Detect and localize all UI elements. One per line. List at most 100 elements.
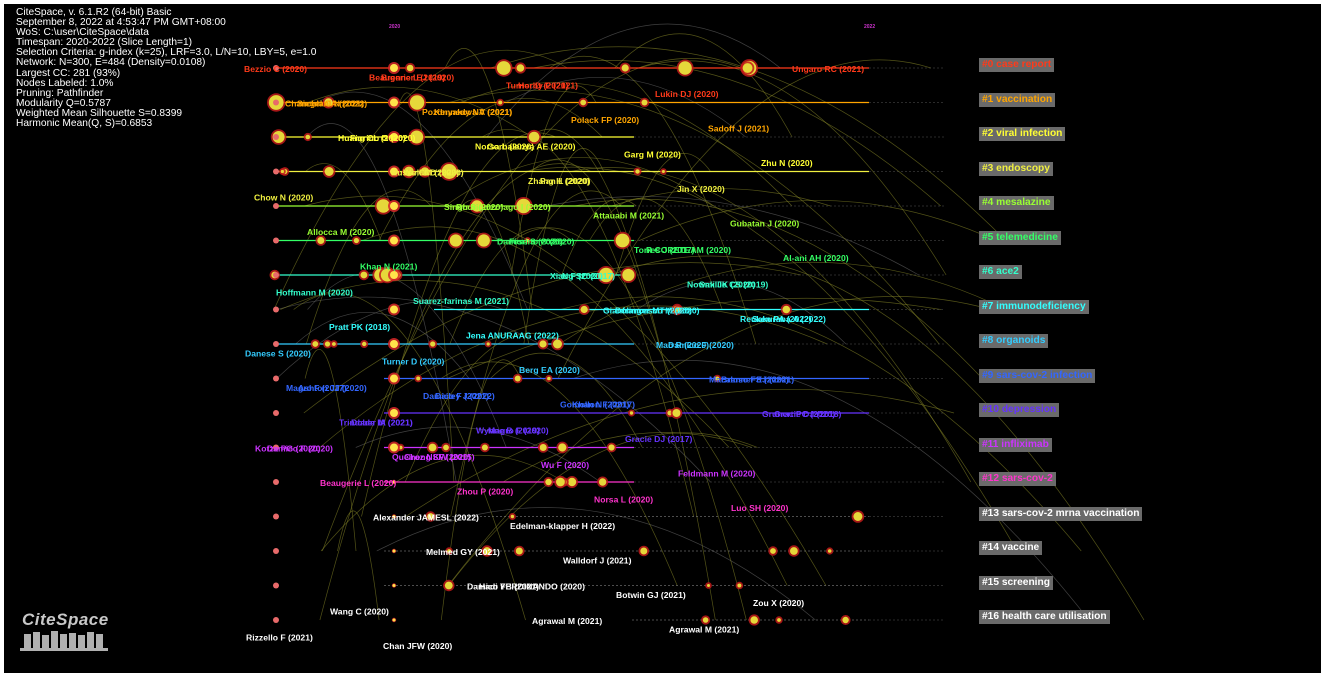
meta-timespan: Timespan: 2020-2022 (Slice Length=1): [16, 37, 193, 49]
node-label: Russell CD (2020): [391, 168, 464, 178]
citation-node: [273, 582, 279, 589]
node-label: Damico F (2021): [423, 391, 489, 401]
cluster-timelines: [274, 67, 944, 621]
node-label: Dolinger MT (2020): [615, 306, 692, 316]
citation-arc: [306, 123, 457, 483]
node-label: Bezzio C (2020): [244, 64, 307, 74]
citation-node: [273, 375, 279, 382]
node-label: Danese S (2020): [497, 237, 563, 247]
citation-arc: [280, 280, 730, 448]
node-label: Jin X (2020): [677, 184, 725, 194]
node-label: Danese S (2020): [245, 348, 311, 358]
citation-node: [390, 167, 398, 176]
node-label: Rizzello F (2021): [246, 633, 313, 643]
citation-arc: [461, 199, 530, 345]
citation-node: [528, 131, 540, 143]
citation-node: [678, 61, 692, 75]
node-label: Hoffmann M (2020): [276, 288, 353, 298]
citation-arc: [319, 163, 592, 621]
citation-arc: [376, 507, 816, 621]
node-label: Wu CM (2020): [403, 168, 459, 178]
citation-arc: [440, 361, 678, 586]
node-label: Damico F (2020): [267, 444, 333, 454]
citespace-canvas: Bezzio C (2020)Brenner EJ (2020)Horby P …: [4, 4, 1321, 673]
citation-node: [390, 133, 398, 141]
node-label: Zhu N (2020): [761, 158, 813, 168]
node-label: Gorbalenya AE (2020): [487, 141, 576, 151]
citation-node: [273, 306, 279, 313]
node-label: Garg M (2020): [624, 150, 681, 160]
citation-node: [324, 167, 334, 176]
citation-node: [516, 64, 525, 72]
citation-arc: [486, 23, 781, 138]
citation-arc: [448, 432, 758, 586]
citation-node: [498, 100, 503, 105]
citation-arc: [447, 296, 992, 586]
meta-pruning: Pruning: Pathfinder: [16, 87, 104, 99]
citation-arc: [404, 333, 566, 483]
node-label: Fiorino G (2020): [350, 133, 416, 143]
citation-node: [324, 341, 331, 347]
node-label: Rodriguez-lago I (2020): [456, 202, 551, 212]
citation-node: [556, 477, 565, 487]
citation-arc: [303, 262, 801, 414]
citation-node: [427, 513, 434, 520]
citation-arc: [399, 92, 455, 483]
node-label: Mao R (2020): [656, 340, 709, 350]
node-label: Reuken PA (2022): [740, 314, 812, 324]
citation-arc: [523, 148, 604, 345]
citation-arc: [513, 227, 747, 621]
citation-node: [312, 341, 319, 347]
citation-node: [853, 512, 863, 521]
node-label: Beaugerie L (2020): [320, 478, 396, 488]
cluster-label-16: #16 health care utilisation: [979, 610, 1110, 624]
citation-node: [273, 272, 279, 278]
citation-node: [324, 98, 333, 107]
citation-node: [392, 549, 396, 553]
cluster-label-14: #14 vaccine: [979, 541, 1043, 555]
citation-node: [273, 444, 279, 451]
node-label: Sakuraba A (2022): [752, 314, 826, 324]
node-label: Singh S (2020): [444, 202, 503, 212]
node-label: Magro F (2020): [488, 426, 549, 436]
node-label: Edelman-klapper H (2022): [510, 521, 615, 531]
citation-node: [539, 340, 547, 348]
cluster-label-2: #2 viral infection: [979, 127, 1066, 141]
node-label: Feldmann M (2020): [678, 468, 755, 478]
citation-node: [707, 584, 710, 587]
citation-arc: [304, 348, 357, 552]
citation-node: [353, 237, 359, 244]
citation-node: [777, 618, 781, 622]
node-label: Pozdnyakova V (2021): [422, 107, 512, 117]
node-label: Suarez-farinas M (2021): [413, 296, 509, 306]
citation-node: [390, 305, 398, 314]
node-label: Torres J (2017): [634, 245, 695, 255]
node-label: Turner D (2021): [506, 81, 569, 91]
node-labels: Bezzio C (2020)Brenner EJ (2020)Horby P …: [244, 64, 864, 651]
citation-node: [273, 168, 279, 175]
citation-arc: [304, 195, 827, 586]
cluster-label-10: #10 depression: [979, 403, 1060, 417]
cluster-label-1: #1 vaccination: [979, 92, 1056, 107]
citation-arc: [570, 167, 972, 483]
citation-arc: [307, 272, 507, 448]
citation-arc: [362, 226, 788, 586]
citation-node: [675, 307, 681, 312]
node-label: Xiao F (2020): [550, 271, 603, 281]
meta-selection: Selection Criteria: g-index (k=25), LRF=…: [16, 47, 317, 59]
node-label: Damico F (2020): [668, 340, 734, 350]
citation-node: [526, 238, 530, 243]
citation-node: [390, 443, 398, 452]
node-label: Agrawal M (2021): [532, 616, 602, 626]
citation-node: [390, 271, 398, 279]
node-label: Norsa L (2020): [594, 495, 653, 505]
citation-arc: [460, 82, 793, 207]
node-label: Luo SH (2020): [731, 503, 788, 513]
node-label: Wang C (2020): [330, 606, 389, 616]
citation-arc: [546, 196, 919, 276]
year-tick-end: 2022: [864, 24, 875, 30]
logo-text: CiteSpace: [22, 610, 109, 629]
citation-arc: [273, 50, 568, 310]
citation-node: [390, 236, 398, 245]
node-label: Huang CL (2020): [338, 133, 406, 143]
